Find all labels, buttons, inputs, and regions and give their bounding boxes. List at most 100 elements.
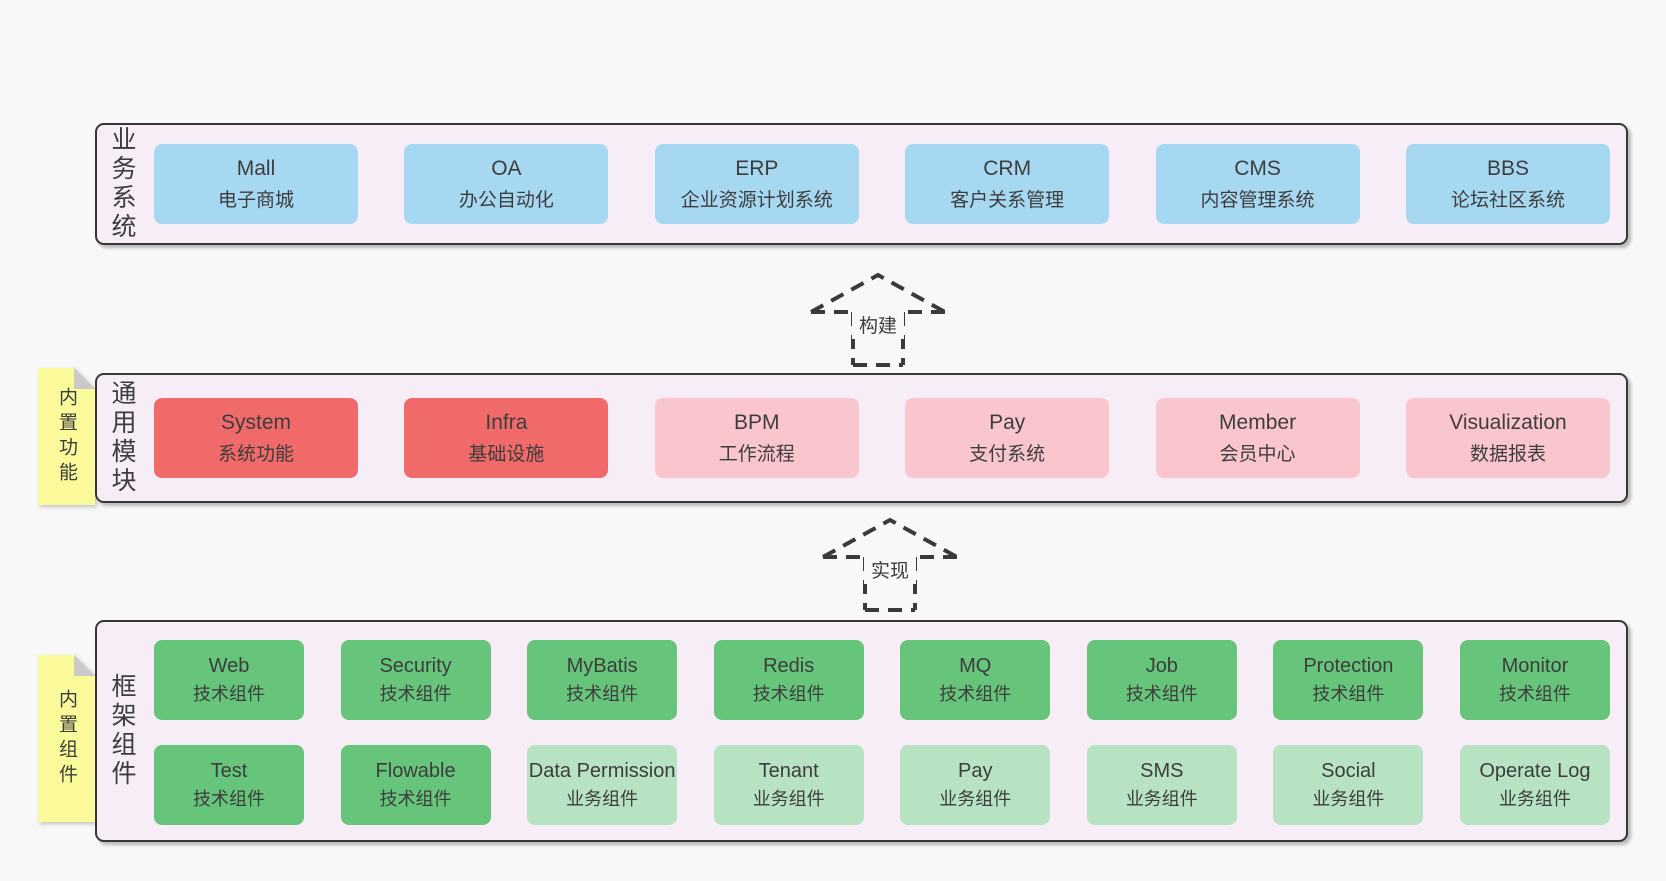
box-name: Pay (958, 760, 993, 783)
box-name: SMS (1140, 760, 1184, 783)
box-desc: 技术组件 (193, 789, 265, 810)
sticky-note-built-in-components: 内置组件 (38, 655, 95, 822)
box-desc: 内容管理系统 (1200, 189, 1315, 211)
box-erp: ERP 企业资源计划系统 (654, 144, 859, 224)
box-desc: 业务组件 (1312, 789, 1385, 810)
box-desc: 论坛社区系统 (1450, 189, 1565, 211)
box-name: Test (210, 760, 248, 783)
note-fold-corner-icon (74, 655, 95, 676)
box-name: Visualization (1449, 410, 1567, 434)
box-name: Infra (485, 410, 528, 434)
box-name: Flowable (375, 760, 456, 783)
build-arrow-label: 构建 (851, 310, 905, 339)
box-desc: 办公自动化 (458, 189, 554, 211)
box-security: Security 技术组件 (340, 640, 491, 720)
box-tenant: Tenant 业务组件 (713, 745, 864, 825)
box-desc: 数据报表 (1469, 443, 1546, 465)
box-name: Security (379, 655, 452, 678)
implement-arrow-label: 实现 (863, 555, 917, 584)
box-web: Web 技术组件 (154, 640, 304, 720)
box-name: Member (1219, 410, 1297, 434)
box-monitor: Monitor 技术组件 (1459, 640, 1610, 720)
box-mall: Mall 电子商城 (154, 144, 358, 224)
framework-components-label: 框架组件 (108, 673, 136, 789)
box-name: MQ (959, 655, 992, 678)
box-sms: SMS 业务组件 (1086, 745, 1237, 825)
sticky-note-paper (38, 655, 95, 822)
box-name: CMS (1234, 156, 1281, 180)
box-desc: 会员中心 (1219, 443, 1296, 465)
box-system: System 系统功能 (154, 398, 358, 478)
box-redis: Redis 技术组件 (713, 640, 864, 720)
box-desc: 技术组件 (566, 684, 639, 705)
box-desc: 技术组件 (752, 684, 825, 705)
box-name: OA (491, 156, 522, 180)
box-desc: 基础设施 (468, 443, 545, 465)
box-desc: 技术组件 (379, 684, 452, 705)
box-desc: 支付系统 (969, 443, 1046, 465)
box-crm: CRM 客户关系管理 (905, 144, 1110, 224)
framework-components-row-1: Web 技术组件 Security 技术组件 MyBatis 技术组件 Redi… (154, 640, 1610, 720)
box-desc: 技术组件 (1125, 684, 1198, 705)
box-name: Mall (236, 156, 276, 180)
box-mybatis: MyBatis 技术组件 (527, 640, 678, 720)
box-desc: 工作流程 (718, 443, 795, 465)
sticky-note-paper (38, 368, 95, 505)
box-desc: 业务组件 (1498, 789, 1571, 810)
box-protection: Protection 技术组件 (1273, 640, 1424, 720)
framework-components-container: 框架组件 Web 技术组件 Security 技术组件 MyBatis 技术组件… (95, 620, 1628, 842)
box-desc: 技术组件 (1312, 684, 1385, 705)
box-mq: MQ 技术组件 (900, 640, 1051, 720)
box-data-permission: Data Permission 业务组件 (527, 745, 678, 825)
box-cms: CMS 内容管理系统 (1155, 144, 1360, 224)
box-pay: Pay 支付系统 (905, 398, 1110, 478)
box-bbs: BBS 论坛社区系统 (1405, 144, 1610, 224)
box-name: Data Permission (528, 760, 676, 783)
box-name: ERP (735, 156, 779, 180)
box-desc: 企业资源计划系统 (680, 189, 833, 211)
box-test: Test 技术组件 (154, 745, 304, 825)
box-name: Tenant (758, 760, 819, 783)
box-desc: 业务组件 (752, 789, 825, 810)
box-desc: 电子商城 (217, 189, 294, 211)
business-systems-container: 业务系统 Mall 电子商城 OA 办公自动化 ERP 企业资源计划系统 CRM… (95, 123, 1628, 245)
common-modules-container: 通用模块 System 系统功能 Infra 基础设施 BPM 工作流程 Pay… (95, 373, 1628, 503)
box-name: CRM (983, 156, 1032, 180)
common-modules-row: System 系统功能 Infra 基础设施 BPM 工作流程 Pay 支付系统… (154, 398, 1610, 478)
sticky-note-text: 内置功能 (56, 386, 77, 487)
box-name: Redis (763, 655, 815, 678)
box-name: System (220, 410, 291, 434)
box-pay-biz: Pay 业务组件 (900, 745, 1051, 825)
box-desc: 业务组件 (1125, 789, 1198, 810)
sticky-note-built-in-features: 内置功能 (38, 368, 95, 505)
box-desc: 业务组件 (939, 789, 1012, 810)
box-desc: 技术组件 (1498, 684, 1571, 705)
box-desc: 技术组件 (379, 789, 452, 810)
box-job: Job 技术组件 (1086, 640, 1237, 720)
box-oa: OA 办公自动化 (404, 144, 609, 224)
box-name: Pay (989, 410, 1026, 434)
box-desc: 技术组件 (193, 684, 265, 705)
sticky-note-text: 内置组件 (56, 688, 77, 789)
box-flowable: Flowable 技术组件 (340, 745, 491, 825)
box-social: Social 业务组件 (1273, 745, 1424, 825)
box-name: Web (208, 655, 250, 678)
common-modules-label: 通用模块 (108, 380, 136, 496)
business-systems-row: Mall 电子商城 OA 办公自动化 ERP 企业资源计划系统 CRM 客户关系… (154, 144, 1610, 224)
box-name: MyBatis (566, 655, 638, 678)
box-operate-log: Operate Log 业务组件 (1459, 745, 1610, 825)
framework-components-row-2: Test 技术组件 Flowable 技术组件 Data Permission … (154, 745, 1610, 825)
box-desc: 系统功能 (217, 443, 294, 465)
box-desc: 技术组件 (939, 684, 1012, 705)
box-name: BPM (734, 410, 780, 434)
box-name: BBS (1486, 156, 1529, 180)
box-name: Monitor (1501, 655, 1569, 678)
box-desc: 客户关系管理 (950, 189, 1065, 211)
business-systems-label: 业务系统 (108, 126, 136, 242)
box-infra: Infra 基础设施 (404, 398, 609, 478)
note-fold-corner-icon (74, 368, 95, 389)
box-name: Operate Log (1479, 760, 1591, 783)
box-name: Protection (1303, 655, 1394, 678)
box-desc: 业务组件 (566, 789, 639, 810)
box-member: Member 会员中心 (1155, 398, 1360, 478)
